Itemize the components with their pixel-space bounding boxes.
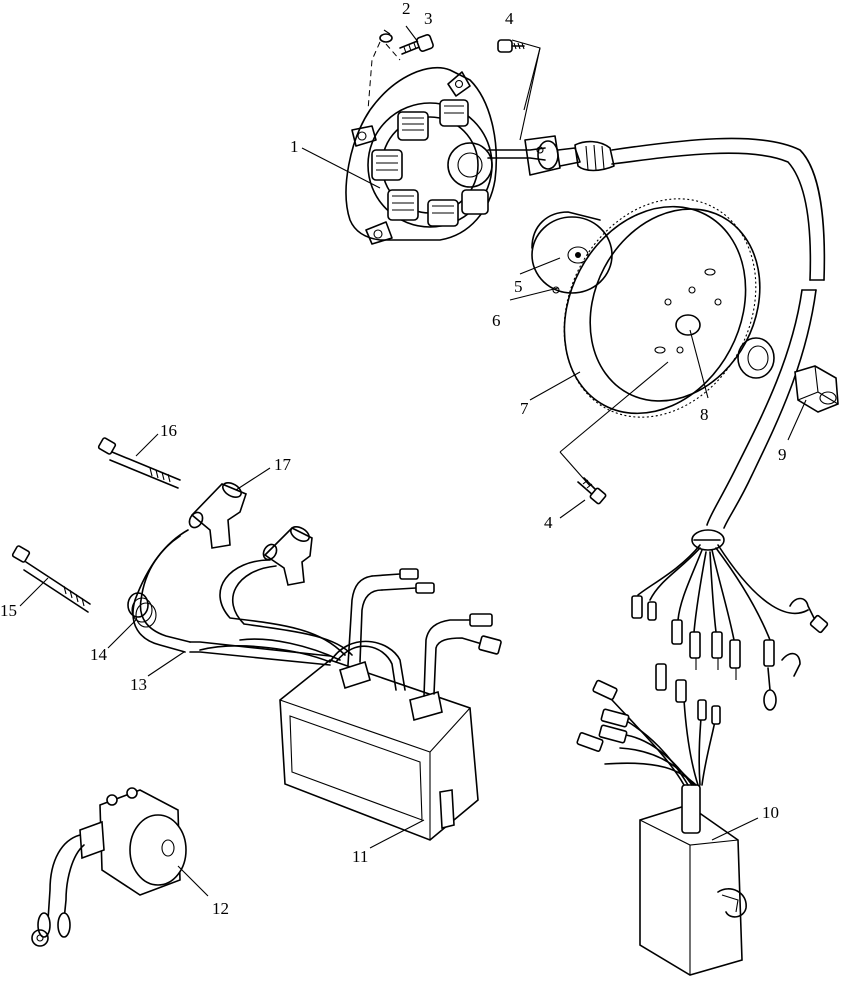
callout-2: 2 <box>402 0 411 18</box>
flywheel-hub <box>531 211 613 294</box>
callout-16: 16 <box>160 421 177 440</box>
stator-lead-connectors <box>631 529 829 711</box>
callout-1: 1 <box>290 137 299 156</box>
callout-10: 10 <box>762 803 779 822</box>
callout-7: 7 <box>520 399 529 418</box>
wire-grommet <box>524 135 615 176</box>
callout-4-bottom: 4 <box>544 513 553 532</box>
callout-13: 13 <box>130 675 147 694</box>
voltage-regulator <box>576 663 747 976</box>
main-harness <box>611 137 826 529</box>
bolt-top <box>497 39 525 53</box>
callout-11: 11 <box>352 847 368 866</box>
mounting-screws <box>11 437 181 613</box>
callout-12: 12 <box>212 899 229 918</box>
callout-14: 14 <box>90 645 108 664</box>
washer <box>737 337 775 379</box>
ignition-lead <box>127 529 331 666</box>
flywheel <box>563 198 761 418</box>
cdi-unit <box>199 559 502 841</box>
callout-3: 3 <box>424 9 433 28</box>
starter-relay <box>31 787 187 947</box>
callout-9: 9 <box>778 445 787 464</box>
stator-assembly <box>345 66 546 245</box>
callout-17: 17 <box>274 455 292 474</box>
callout-4-top: 4 <box>505 9 514 28</box>
callout-6: 6 <box>492 311 501 330</box>
callout-5: 5 <box>514 277 523 296</box>
callout-15: 15 <box>0 601 17 620</box>
callout-labels: 1 2 3 4 5 6 7 8 9 4 10 11 12 13 14 15 16… <box>0 0 787 918</box>
callout-8: 8 <box>700 405 709 424</box>
spark-plug-caps <box>188 481 313 586</box>
flywheel-nut <box>794 365 839 413</box>
leader-lines <box>19 25 807 897</box>
screw-and-washer <box>379 33 434 55</box>
bolt-bottom <box>577 477 607 505</box>
